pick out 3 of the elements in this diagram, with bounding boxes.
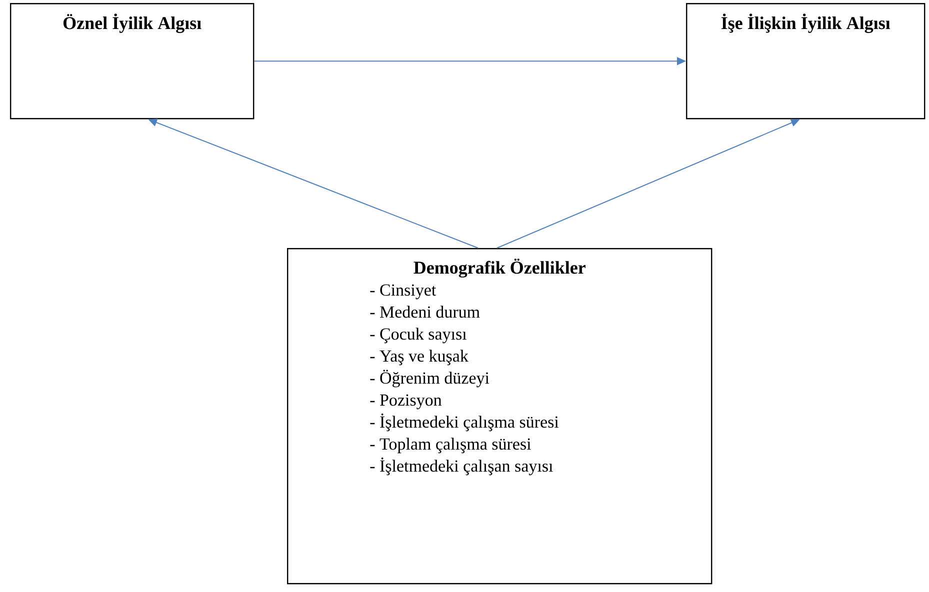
concept-box: Öznel İyilik Algısı — [10, 3, 254, 120]
demographics-box: Demografik Özellikler - Cinsiyet - Medeni durum - Çocuk sayısı - Yaş ve kuşak - Öğrenim düzeyi - Pozisyon - İşletmedeki çalışma süresi - Toplam çalışma süresi - İşletmedeki çalışan sayısı — [287, 248, 712, 584]
concept-box: İşe İlişkin İyilik Algısı — [686, 3, 926, 120]
